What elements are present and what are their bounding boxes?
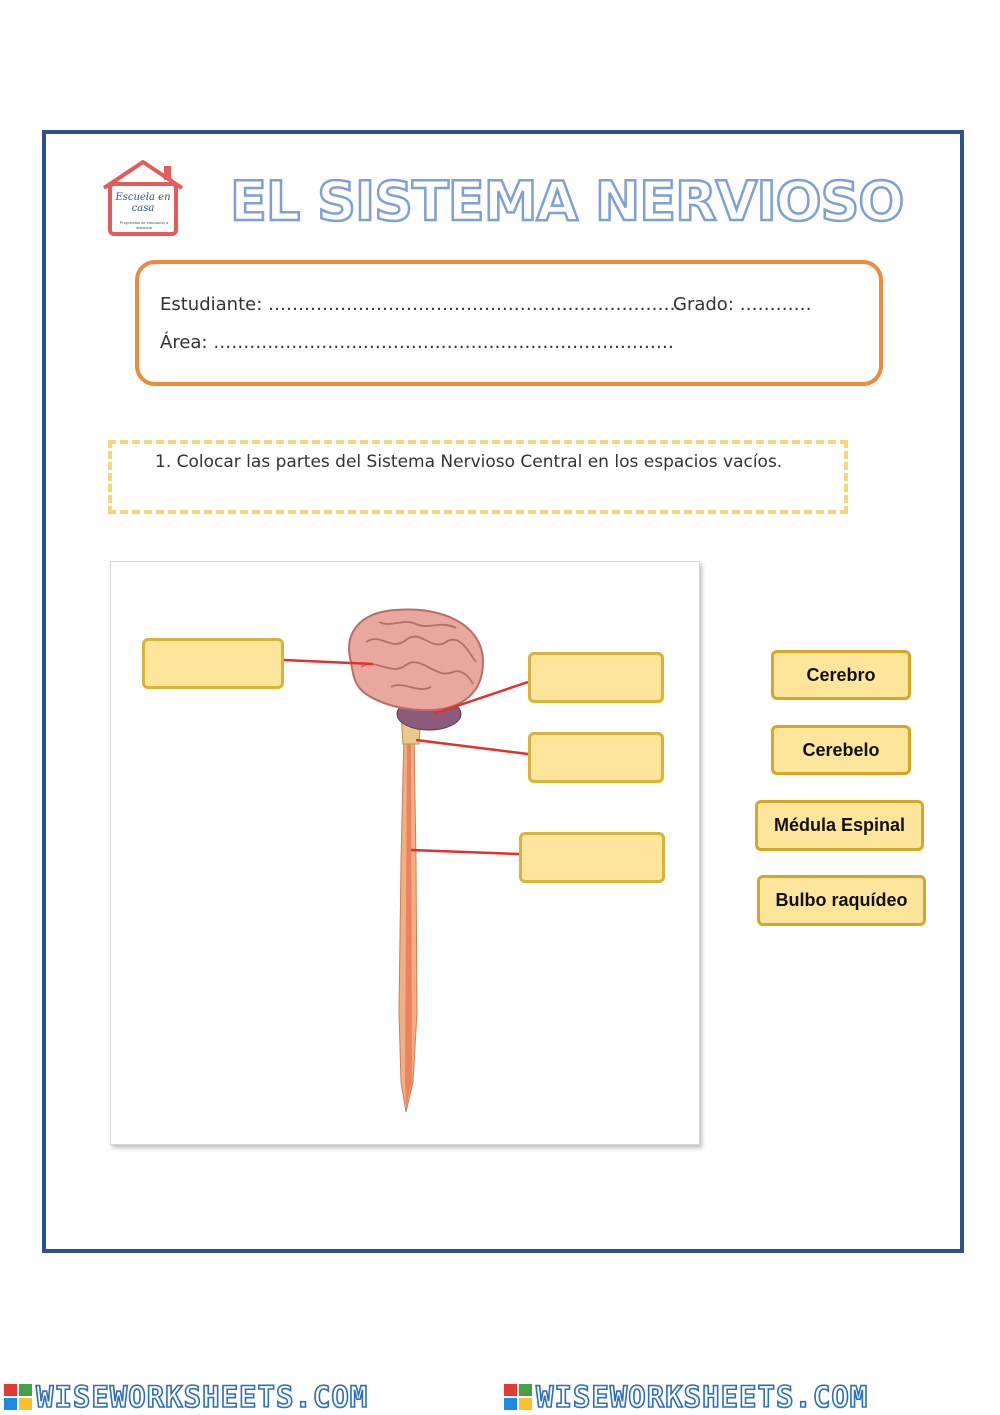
word-bulbo-raquideo[interactable]: Bulbo raquídeo <box>757 875 926 926</box>
word-cerebro[interactable]: Cerebro <box>771 650 911 700</box>
wiseworksheets-logo-icon <box>504 1384 532 1410</box>
page-title: EL SISTEMA NERVIOSO <box>229 169 906 235</box>
logo-text-line2: casa <box>131 203 155 214</box>
house-icon <box>102 160 184 236</box>
footer-brand-text-2: WISEWORKSHEETS.COM <box>535 1379 869 1415</box>
footer-brand-text-1: WISEWORKSHEETS.COM <box>35 1379 369 1415</box>
logo-text-line1: Escuela en <box>115 192 171 203</box>
student-info-box <box>135 260 883 386</box>
answer-blank-2[interactable] <box>528 652 664 703</box>
wiseworksheets-logo-icon <box>4 1384 32 1410</box>
answer-blank-1[interactable] <box>142 638 284 689</box>
escuela-en-casa-logo: Escuela en casa Propuestas de educación … <box>100 158 186 238</box>
logo-tagline: Propuestas de educación a distancia <box>119 220 169 230</box>
word-medula-espinal[interactable]: Médula Espinal <box>755 800 924 851</box>
instruction-box <box>108 440 848 514</box>
student-name-field[interactable]: Estudiante: ………………………………….……….………………. <box>160 294 682 315</box>
instruction-text: 1. Colocar las partes del Sistema Nervio… <box>155 452 783 472</box>
area-field[interactable]: Área: …………………….………….……….……….……….……… <box>160 332 674 353</box>
brain-spinal-cord-illustration <box>283 608 529 1113</box>
answer-blank-4[interactable] <box>519 832 665 883</box>
word-cerebelo[interactable]: Cerebelo <box>771 725 911 775</box>
nervous-system-diagram <box>110 561 700 1145</box>
page-frame <box>42 130 964 1253</box>
answer-blank-3[interactable] <box>528 732 664 783</box>
grade-field[interactable]: Grado: ………… <box>673 294 812 315</box>
